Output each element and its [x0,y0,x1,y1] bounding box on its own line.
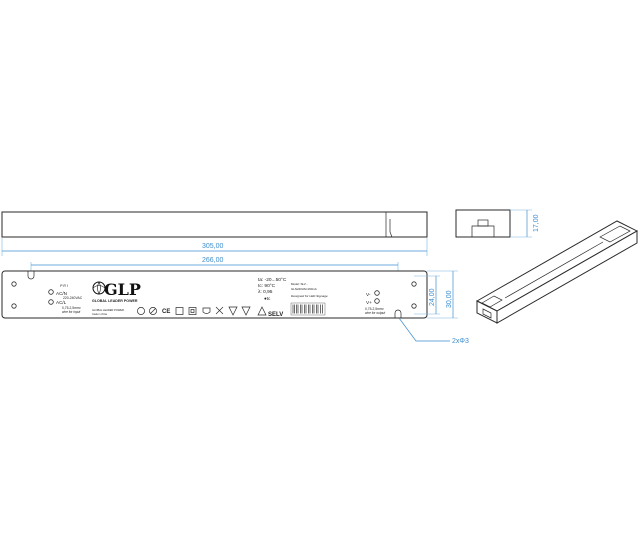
overall-length-dimension: 305,00 [1,238,428,256]
input-voltage-text: 220-240VAC [63,296,83,300]
certification-icons: CE [137,306,267,316]
warning-triangle-icon-1 [228,306,238,316]
corner-hole-top-right [411,281,417,287]
side-view-connector-notch [389,231,393,238]
brand-text: GLP [104,280,141,299]
end-view: 17,00 [455,209,540,238]
input-wire-size-text: 0,75-2,5mm² [62,306,82,310]
hole-spacing-text: 266,00 [202,257,224,264]
selv-triangle-icon [257,306,267,316]
model-line-text: Model: SLV... [291,282,308,286]
corner-hole-bottom-right [411,303,417,309]
model-sub-text: GLN240VAC160mA [291,287,317,291]
overall-length-text: 305,00 [202,243,224,250]
no-cross-icon [215,306,224,315]
mounting-slot-left [27,271,35,280]
barcode [290,302,326,316]
hole-offset-text: 24,00 [429,288,436,306]
iso-side-face [496,230,638,324]
height-dimension-text: 17,00 [533,214,540,232]
double-insulation-icon [188,307,197,315]
glp-logo: GLP GLOBAL LEADER POWER [92,280,141,303]
mounting-slot-right [394,309,402,318]
isometric-view [475,220,639,324]
output-wire-size-text: 0,75-2,5mm² [365,307,385,311]
shield-icon [202,307,211,314]
terminal-acl [48,299,54,305]
ta-text: ta: -20...50°C [258,277,287,283]
iso-terminal-opening [482,308,492,319]
side-view [1,211,428,238]
output-wire-note-text: wire for output [365,311,385,315]
input-wire-note-text: wire for input [62,310,80,314]
warning-triangle-icon-2 [241,306,251,316]
corner-hole-top-left [11,281,17,287]
iso-connector-far [599,225,631,243]
side-view-body [1,211,428,238]
tc-text: tc: 90°C [258,283,276,289]
end-view-body [455,209,511,238]
globe-meridians [92,281,106,295]
tc-point-text: ●tc [264,296,271,301]
vminus-text: V- [366,292,371,298]
emc-icon [175,307,184,315]
mounting-holes-text: 2xΦ3 [452,338,469,345]
terminal-vminus [374,290,380,296]
mounting-holes-callout: 2xΦ3 [398,317,469,345]
iso-edge-line [504,241,604,299]
pri-text: P R I [60,284,68,288]
corner-hole-bottom-left [11,303,17,309]
width-dimensions: 30,00 24,00 [414,270,458,319]
terminal-vplus [374,298,380,304]
end-view-terminal-top [477,219,489,227]
side-view-connector-block [385,211,428,238]
no-mark-icon [149,307,157,315]
barcode-bars [292,304,323,314]
iso-connector-near [481,295,503,308]
vplus-text: V+ [366,300,372,306]
company-line-text: GLOBAL LEADER POWER [92,308,124,312]
ce-mark-icon [137,307,145,315]
mounting-holes-leader [398,317,450,342]
brand-tagline-text: GLOBAL LEADER POWER [92,299,138,303]
overall-width-text: 30,00 [446,290,453,308]
lambda-text: λ: 0,95 [258,289,273,295]
terminal-acn [48,289,54,295]
acl-text: AC/L [56,300,67,305]
selv-text: SELV [268,312,283,318]
double-insulation-inner [190,309,195,313]
company-sub-text: made in china [92,313,108,316]
acn-text: AC/N [56,291,67,296]
ce-icon: CE [162,309,170,315]
no-mark-slash [150,308,156,314]
top-view: P R I AC/N AC/L 220-240VAC 0,75-2,5mm² w… [1,270,428,319]
designed-for-text: Designed for LED Signage [291,294,328,298]
